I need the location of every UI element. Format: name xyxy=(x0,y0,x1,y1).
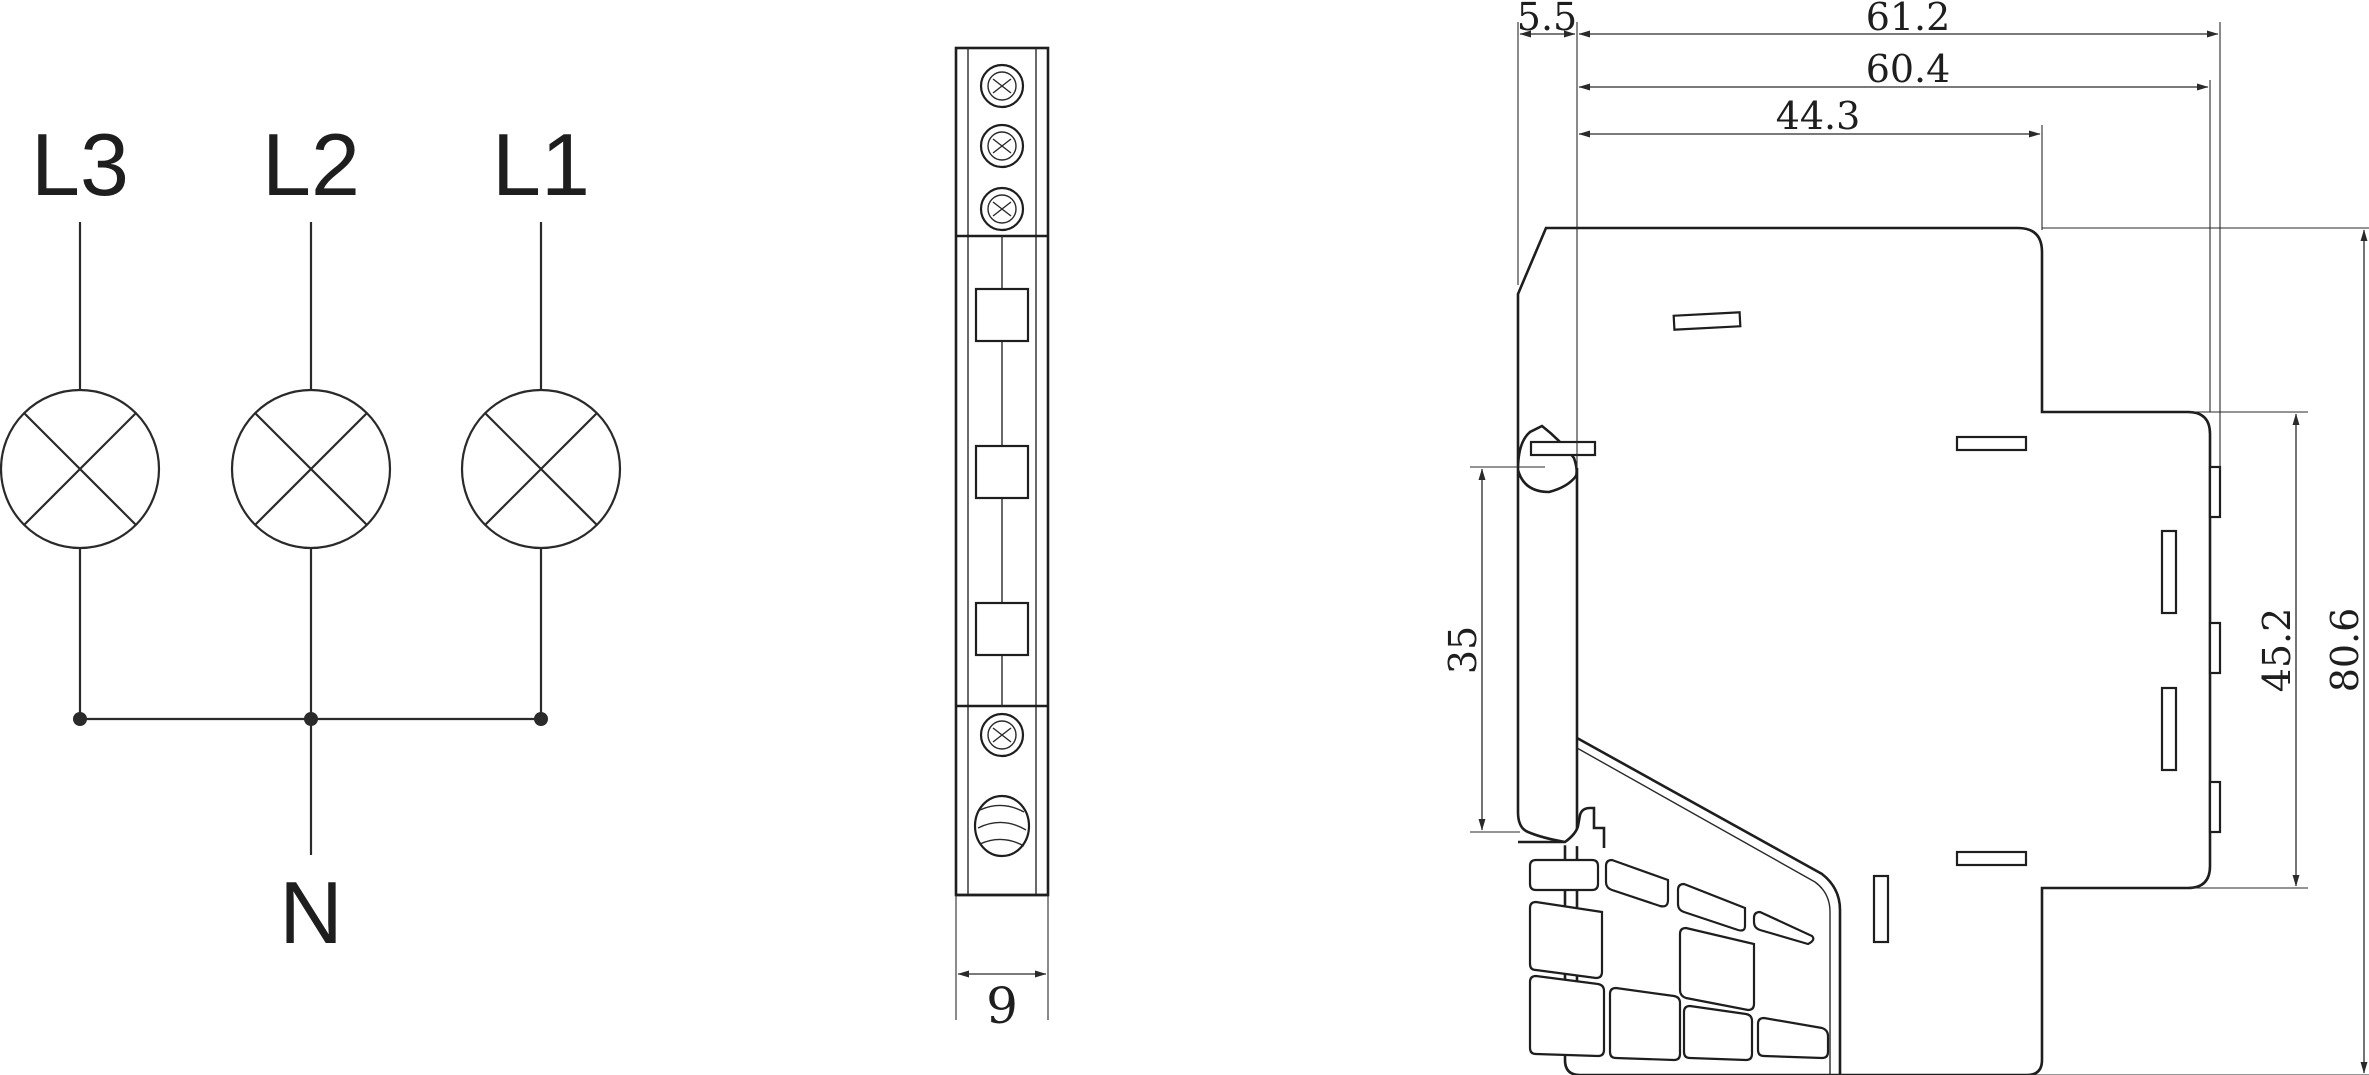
dim-label-5-5: 5.5 xyxy=(1517,0,1577,39)
mounting-slot xyxy=(1955,850,2028,867)
front-width-label: 9 xyxy=(986,977,1018,1035)
dimension-lines xyxy=(1470,22,2369,1075)
front-width-dimension xyxy=(955,895,1049,1020)
lamp-symbol-l2 xyxy=(230,222,392,855)
terminal-screw-icon xyxy=(979,123,1025,169)
phase-label-l3: L3 xyxy=(31,115,129,214)
indicator-window xyxy=(974,601,1030,657)
dim-label-44-3: 44.3 xyxy=(1776,94,1861,138)
vent-slot xyxy=(2160,686,2178,772)
dim-label-61-2: 61.2 xyxy=(1866,0,1951,39)
lamp-symbol-l3 xyxy=(0,222,161,719)
mounting-slot xyxy=(1955,435,2028,452)
ribbed-base xyxy=(1518,806,1830,1062)
label-slot xyxy=(1672,311,1742,331)
side-view: 5.5 61.2 60.4 44.3 35 45.2 80.6 xyxy=(1441,0,2369,1075)
vent-slot xyxy=(1872,874,1890,944)
dim-label-35: 35 xyxy=(1441,626,1485,674)
rail-clip xyxy=(1529,440,1597,457)
vent-slot xyxy=(2160,529,2178,615)
dim-label-80-6: 80.6 xyxy=(2323,608,2367,693)
dim-label-60-4: 60.4 xyxy=(1866,47,1951,91)
neutral-bus xyxy=(73,712,548,726)
side-tab xyxy=(2208,780,2222,834)
cable-clamp-icon xyxy=(973,794,1031,858)
housing-outline xyxy=(1516,226,2212,1075)
phase-label-l2: L2 xyxy=(262,115,360,214)
dim-label-45-2: 45.2 xyxy=(2255,608,2299,693)
terminal-screw-icon xyxy=(979,712,1025,758)
indicator-window xyxy=(974,444,1030,500)
neutral-label: N xyxy=(279,863,343,962)
wiring-diagram: L3 L2 L1 xyxy=(0,115,622,962)
terminal-screw-icon xyxy=(979,186,1025,232)
terminal-screw-icon xyxy=(979,63,1025,109)
side-tab xyxy=(2208,621,2222,675)
phase-label-l1: L1 xyxy=(492,115,590,214)
side-tab xyxy=(2208,465,2222,519)
lamp-symbol-l1 xyxy=(460,222,622,719)
indicator-window xyxy=(974,287,1030,343)
front-view: 9 xyxy=(954,46,1050,1035)
